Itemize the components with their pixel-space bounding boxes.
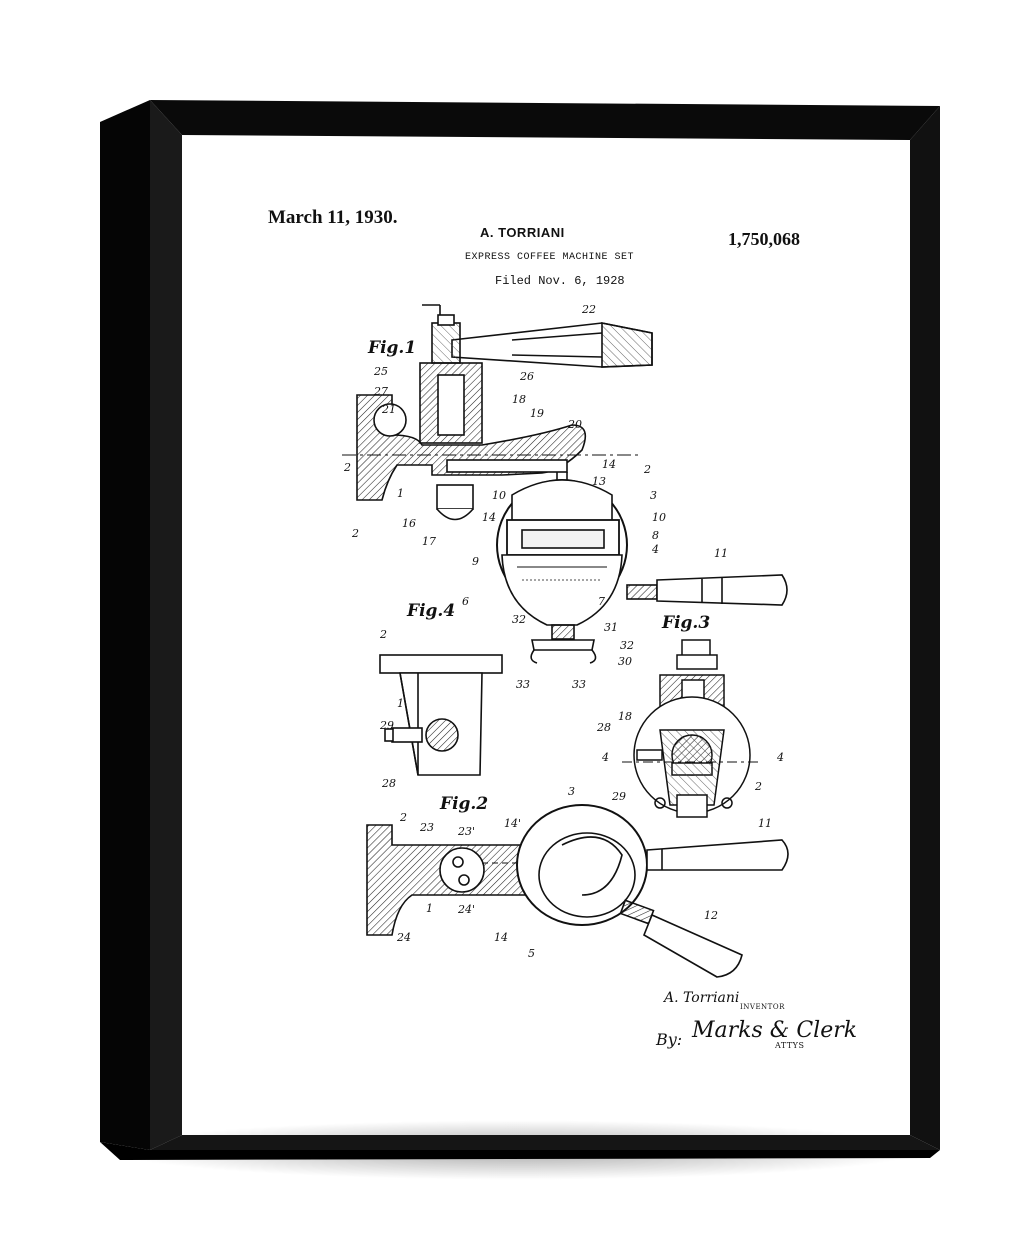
svg-text:14: 14 (482, 511, 496, 524)
svg-text:5: 5 (528, 947, 535, 960)
svg-text:32: 32 (512, 613, 526, 626)
svg-text:2: 2 (343, 461, 351, 474)
svg-text:14: 14 (602, 458, 616, 471)
attorney-signature: Marks & Clerk (692, 1018, 857, 1043)
svg-text:13: 13 (592, 475, 606, 488)
svg-text:28: 28 (381, 777, 396, 790)
svg-text:1: 1 (426, 902, 433, 915)
svg-text:2: 2 (379, 628, 387, 641)
svg-text:10: 10 (652, 511, 666, 524)
svg-text:10: 10 (492, 489, 506, 502)
by-label: By: (656, 1030, 682, 1049)
svg-text:22: 22 (581, 303, 596, 316)
svg-text:4: 4 (651, 543, 659, 556)
svg-text:26: 26 (519, 370, 534, 383)
svg-text:14: 14 (494, 931, 508, 944)
svg-text:2: 2 (399, 811, 407, 824)
svg-text:16: 16 (402, 517, 416, 530)
svg-text:20: 20 (567, 418, 582, 431)
svg-text:27: 27 (373, 385, 388, 398)
svg-text:18: 18 (512, 393, 526, 406)
attorney-role: ATTYS (775, 1041, 804, 1050)
svg-text:7: 7 (598, 595, 605, 608)
inventor-role: INVENTOR (740, 1003, 785, 1011)
svg-text:29: 29 (379, 719, 394, 732)
svg-text:23': 23' (457, 825, 475, 838)
svg-text:9: 9 (472, 555, 479, 568)
technical-drawing: 22 2526 2718 2119 20 22 1413 103 1410 18… (182, 135, 910, 1135)
svg-text:28: 28 (596, 721, 611, 734)
svg-text:3: 3 (650, 489, 657, 502)
svg-text:33: 33 (572, 678, 586, 691)
svg-text:31: 31 (604, 621, 618, 634)
svg-text:17: 17 (422, 535, 436, 548)
svg-text:6: 6 (462, 595, 469, 608)
svg-text:12: 12 (704, 909, 718, 922)
svg-text:2: 2 (351, 527, 359, 540)
svg-text:18: 18 (618, 710, 632, 723)
fig4-drawing (380, 655, 502, 775)
svg-text:33: 33 (516, 678, 530, 691)
fig3-drawing (622, 640, 762, 817)
svg-text:11: 11 (714, 547, 728, 560)
svg-text:8: 8 (652, 529, 659, 542)
fig1-drawing (342, 305, 787, 663)
svg-text:23: 23 (419, 821, 434, 834)
svg-text:4: 4 (601, 751, 609, 764)
svg-text:30: 30 (618, 655, 632, 668)
svg-text:1: 1 (397, 487, 404, 500)
svg-text:32: 32 (620, 639, 634, 652)
svg-text:4: 4 (776, 751, 784, 764)
svg-text:29: 29 (611, 790, 626, 803)
svg-text:21: 21 (381, 403, 396, 416)
svg-text:2: 2 (754, 780, 762, 793)
svg-text:11: 11 (758, 817, 772, 830)
svg-text:24: 24 (396, 931, 411, 944)
inventor-signature: A. Torriani (664, 990, 739, 1006)
svg-text:19: 19 (530, 407, 544, 420)
svg-text:3: 3 (568, 785, 575, 798)
svg-text:25: 25 (373, 365, 388, 378)
svg-text:24': 24' (457, 903, 475, 916)
svg-text:1: 1 (397, 697, 404, 710)
svg-text:2: 2 (643, 463, 651, 476)
svg-text:14': 14' (504, 817, 521, 830)
patent-drawing: March 11, 1930. A. TORRIANI 1,750,068 EX… (182, 135, 910, 1135)
